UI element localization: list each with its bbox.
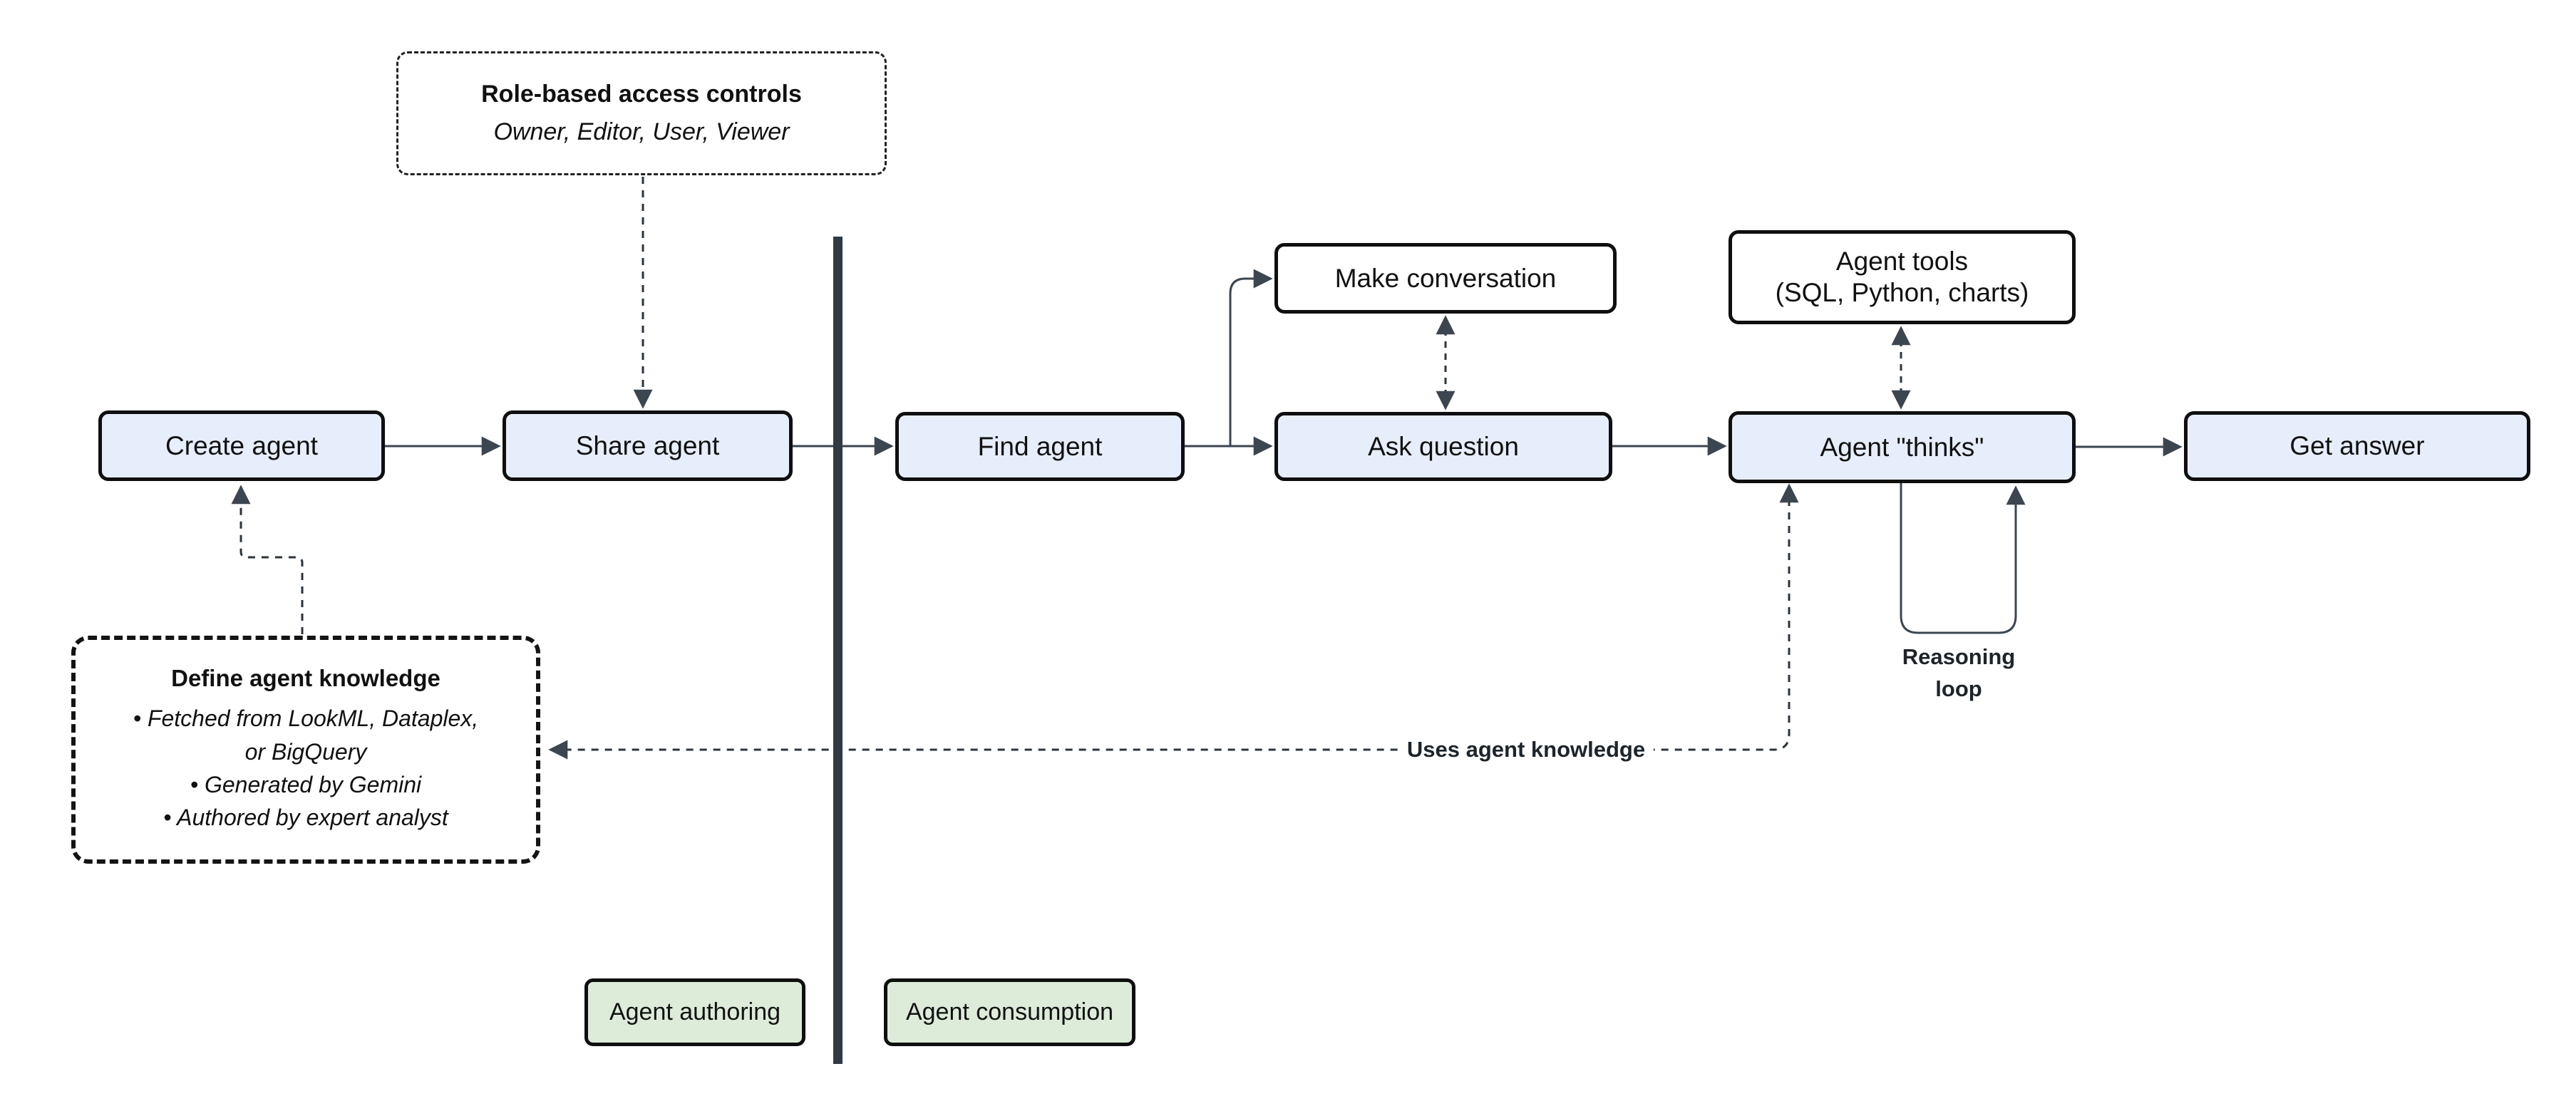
node-find-agent: Find agent (895, 412, 1185, 481)
node-make-conversation: Make conversation (1274, 243, 1617, 314)
knowledge-bullet-sources: • Fetched from LookML, Dataplex, or BigQ… (133, 706, 479, 765)
knowledge-bullet-analyst: • Authored by expert analyst (163, 805, 448, 831)
section-divider (833, 237, 843, 1064)
rbac-roles: Owner, Editor, User, Viewer (493, 118, 790, 145)
zone-agent-consumption-label: Agent consumption (905, 998, 1114, 1026)
reasoning-loop-label: Reasoning loop (1902, 644, 2016, 701)
node-share-agent: Share agent (503, 410, 793, 481)
node-share-agent-label: Share agent (575, 430, 720, 460)
knowledge-bullet-gemini: • Generated by Gemini (190, 772, 422, 797)
node-find-agent-label: Find agent (977, 431, 1103, 461)
node-agent-tools-label-line2: (SQL, Python, charts) (1775, 278, 2029, 307)
uses-agent-knowledge-label: Uses agent knowledge (1398, 735, 1654, 764)
node-create-agent: Create agent (98, 410, 385, 481)
node-ask-question-label: Ask question (1368, 431, 1519, 461)
zone-agent-authoring: Agent authoring (584, 978, 805, 1046)
note-role-based-access: Role-based access controls Owner, Editor… (396, 51, 887, 175)
node-make-conversation-label: Make conversation (1334, 263, 1557, 293)
edge-reasoning-loop (1900, 483, 2026, 634)
node-create-agent-label: Create agent (165, 430, 318, 460)
edge-find-to-make-conversation (1229, 269, 1273, 446)
node-ask-question: Ask question (1274, 412, 1612, 481)
edge-uses-agent-knowledge (548, 483, 1799, 760)
edge-knowledge-to-create (231, 485, 304, 634)
knowledge-title: Define agent knowledge (171, 665, 441, 692)
note-define-agent-knowledge: Define agent knowledge • Fetched from Lo… (71, 636, 540, 864)
zone-agent-authoring-label: Agent authoring (609, 998, 781, 1026)
zone-agent-consumption: Agent consumption (884, 978, 1135, 1046)
node-agent-tools-label-line1: Agent tools (1835, 247, 1969, 276)
node-get-answer: Get answer (2184, 411, 2530, 481)
node-agent-thinks: Agent "thinks" (1729, 411, 2076, 483)
node-agent-tools: Agent tools (SQL, Python, charts) (1729, 230, 2076, 324)
node-get-answer-label: Get answer (2289, 431, 2425, 461)
node-agent-thinks-label: Agent "thinks" (1820, 432, 1984, 462)
rbac-title: Role-based access controls (481, 81, 802, 108)
